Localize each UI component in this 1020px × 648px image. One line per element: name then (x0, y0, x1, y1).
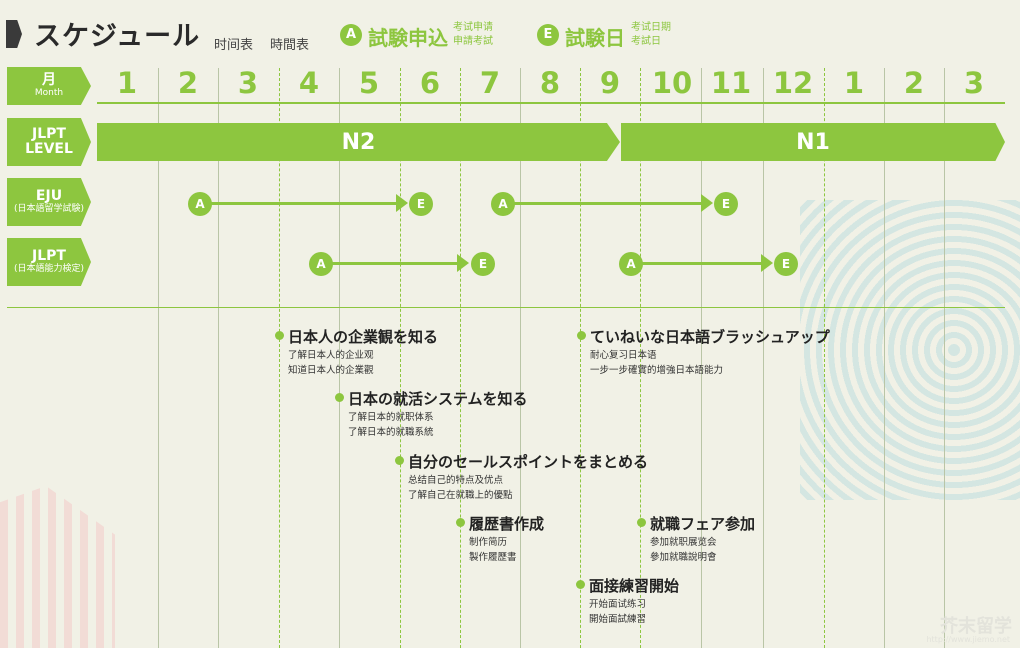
jlpt-exam-marker: E (471, 252, 495, 276)
month-underline (97, 102, 1005, 104)
arrow-head-icon (761, 254, 773, 272)
month-label: 12 (772, 66, 814, 100)
month-label: 1 (843, 66, 865, 100)
task-title: 日本人の企業観を知る (288, 328, 439, 346)
task-bullet-icon (275, 331, 284, 340)
task-title: 就職フェア参加 (650, 515, 756, 533)
jlpt-exam-marker: E (774, 252, 798, 276)
task-bullet-icon (335, 393, 344, 402)
legend-apply-label: 試験申込 (368, 26, 448, 50)
title-sub-traditional: 時間表 (270, 38, 310, 53)
task-subtext: 总结自己的特点及优点了解自己在就職上的優點 (408, 475, 513, 501)
eju-exam-marker: E (409, 192, 433, 216)
row-tag-jlpt-level: JLPT LEVEL (7, 118, 91, 166)
watermark-url: http://www.jiemo.net (926, 635, 1010, 644)
grid-line (520, 68, 521, 648)
grid-line (158, 68, 159, 648)
row-tag-month: 月 Month (7, 67, 91, 105)
month-label: 9 (599, 66, 621, 100)
arrow-head-icon (701, 194, 713, 212)
task-bullet-icon (637, 518, 646, 527)
task-subtext: 参加就职展览会參加就職說明會 (650, 537, 717, 563)
grid-line-dashed (824, 68, 825, 648)
task-bullet-icon (456, 518, 465, 527)
task-subtext: 制作简历製作履歷書 (469, 537, 517, 563)
task-bullet-icon (395, 456, 404, 465)
month-label: 4 (298, 66, 320, 100)
grid-line-dashed (279, 68, 280, 648)
month-label: 10 (651, 66, 693, 100)
task-subtext: 耐心复习日本语一步一步確實的增強日本語能力 (590, 350, 724, 376)
task-subtext: 了解日本人的企业观知道日本人的企業觀 (288, 350, 374, 376)
task-title: 履歴書作成 (469, 515, 545, 533)
jlpt-apply-marker: A (619, 252, 643, 276)
eju-arrow-line (210, 202, 396, 205)
arrow-head-icon (396, 194, 408, 212)
eju-arrow-line (513, 202, 701, 205)
task-title: 面接練習開始 (589, 577, 680, 595)
legend-exam-badge: E (537, 24, 559, 46)
task-title: ていねいな日本語ブラッシュアップ (590, 328, 830, 346)
eju-apply-marker: A (491, 192, 515, 216)
eju-apply-marker: A (188, 192, 212, 216)
section-divider (7, 307, 1005, 308)
task-bullet-icon (577, 331, 586, 340)
level-bar-n1: N1 (621, 123, 1005, 161)
month-label: 5 (358, 66, 380, 100)
month-label: 2 (177, 66, 199, 100)
title-marker-icon (6, 20, 22, 48)
month-label: 3 (237, 66, 259, 100)
watermark-brand: 芥末留学 (940, 616, 1012, 637)
month-label: 2 (903, 66, 925, 100)
legend-exam-label: 試験日 (565, 26, 625, 50)
row-tag-eju: EJU (日本語留学試験) (7, 178, 91, 226)
month-label: 3 (963, 66, 985, 100)
grid-line-dashed (400, 68, 401, 648)
task-subtext: 开始面试练习開始面試練習 (589, 599, 647, 625)
legend-exam-note: 考试日期 考試日 (631, 22, 671, 47)
legend-apply-badge: A (340, 24, 362, 46)
jlpt-apply-marker: A (309, 252, 333, 276)
decorative-stripes (0, 486, 115, 648)
task-title: 自分のセールスポイントをまとめる (408, 453, 649, 471)
legend-apply-note: 考试申请 申請考試 (453, 22, 493, 47)
month-label: 11 (710, 66, 752, 100)
grid-line (763, 68, 764, 648)
page-title: スケジュール (34, 21, 201, 52)
grid-line-dashed (580, 68, 581, 648)
grid-line-dashed (460, 68, 461, 648)
month-label: 7 (479, 66, 501, 100)
jlpt-arrow-line (331, 262, 457, 265)
row-tag-jlpt: JLPT (日本語能力検定) (7, 238, 91, 286)
grid-line (339, 68, 340, 648)
title-sub-simplified: 时间表 (214, 38, 254, 53)
level-bar-n2: N2 (97, 123, 620, 161)
task-bullet-icon (576, 580, 585, 589)
jlpt-arrow-line (641, 262, 761, 265)
grid-line (944, 68, 945, 648)
month-label: 6 (419, 66, 441, 100)
arrow-head-icon (457, 254, 469, 272)
eju-exam-marker: E (714, 192, 738, 216)
decorative-wave-pattern (800, 200, 1020, 500)
month-label: 1 (116, 66, 138, 100)
grid-line-dashed (640, 68, 641, 648)
task-title: 日本の就活システムを知る (348, 390, 528, 408)
month-label: 8 (539, 66, 561, 100)
grid-line (884, 68, 885, 648)
task-subtext: 了解日本的就职体系了解日本的就職系統 (348, 412, 434, 438)
grid-line (701, 68, 702, 648)
grid-line (218, 68, 219, 648)
